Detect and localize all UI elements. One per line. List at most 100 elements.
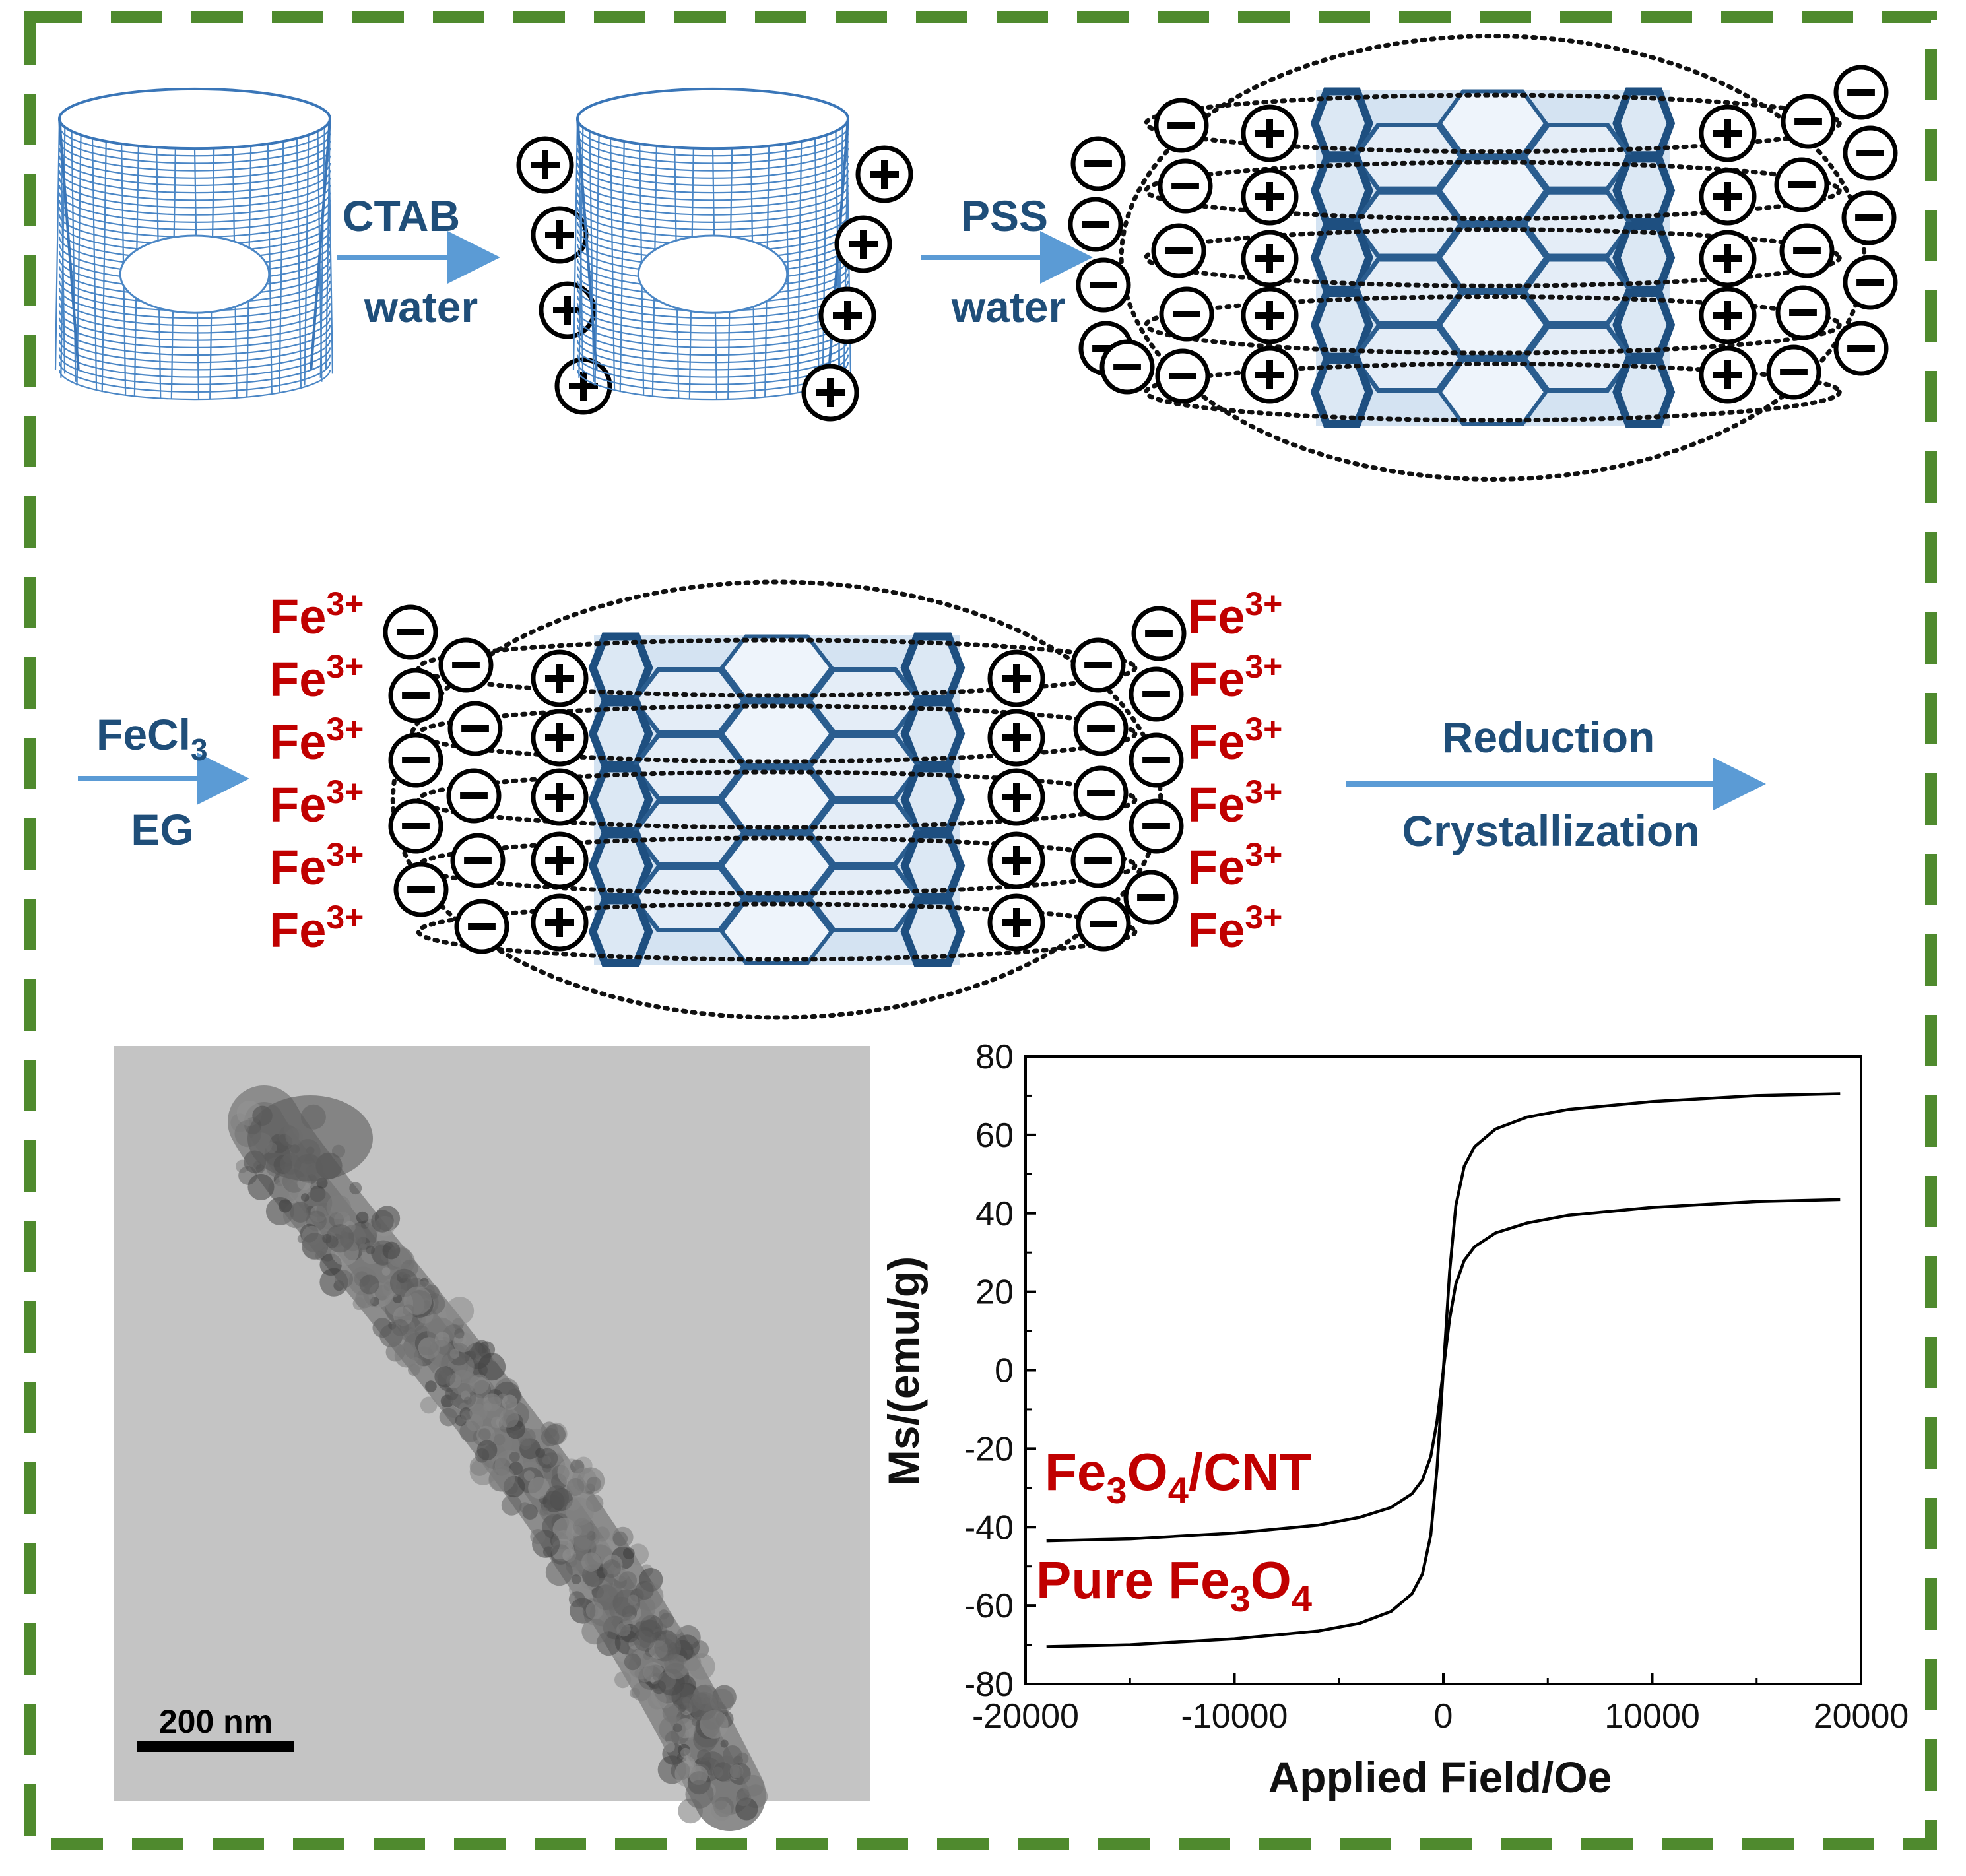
nanoparticle: [290, 1202, 311, 1223]
nanoparticle: [628, 1594, 639, 1605]
nanoparticle: [652, 1672, 661, 1681]
nanoparticle: [523, 1470, 535, 1481]
positive-charge-icon: [1699, 230, 1757, 288]
negative-charge-icon: [1073, 765, 1129, 821]
cnt-seam: [572, 118, 579, 370]
series-label-fe3o4-cnt: Fe3O4/CNT: [1045, 1442, 1312, 1511]
x-axis-title: Applied Field/Oe: [1268, 1753, 1612, 1801]
x-tick-label: 0: [1434, 1697, 1453, 1735]
fe-ion-label: Fe3+: [1188, 648, 1282, 707]
label-fecl3: FeCl3: [96, 710, 208, 767]
nanoparticle: [622, 1547, 635, 1559]
nanoparticle: [612, 1531, 628, 1547]
hexagon-lattice-icon: [806, 799, 923, 866]
nanoparticle: [409, 1357, 423, 1372]
negative-charge-icon: [1099, 339, 1155, 395]
negative-charge-icon: [1154, 98, 1209, 153]
cnt-ring: [58, 185, 331, 216]
cnt-ring: [58, 178, 331, 209]
cnt-ring: [58, 369, 331, 401]
hexagon-lattice-icon: [806, 733, 923, 800]
dotted-strand: [1144, 361, 1842, 423]
cnt-side: [576, 118, 598, 370]
nanoparticle: [381, 1267, 391, 1276]
cnt-seam: [325, 118, 331, 370]
tem-micrograph: 200 nm: [114, 1046, 870, 1831]
positive-charge-icon: [531, 206, 589, 264]
cnt-seam: [785, 143, 791, 395]
cnt-seam: [304, 135, 310, 386]
positive-charge-icon: [801, 364, 859, 422]
nanoparticle: [659, 1716, 686, 1743]
nanoparticle: [403, 1286, 432, 1315]
positive-charge-icon: [1699, 346, 1757, 404]
cnt-ring: [576, 178, 849, 209]
x-tick-label: -20000: [972, 1697, 1079, 1735]
nanoparticle: [651, 1680, 667, 1695]
y-tick-label: -80: [964, 1666, 1014, 1704]
nanoparticle: [501, 1495, 522, 1516]
cnt-seam: [91, 138, 98, 389]
negative-charge-icon: [1123, 870, 1179, 925]
nanoparticle: [614, 1671, 632, 1689]
hexagon-lattice-icon: [1352, 324, 1464, 393]
positive-charge-icon: [1699, 286, 1757, 344]
hexagon-lattice-icon: [1437, 224, 1549, 292]
nanoparticle: [322, 1233, 332, 1244]
nanoparticle: [530, 1529, 546, 1545]
dotted-strand: [416, 637, 1138, 698]
series-fe3o4-cnt: [1046, 1198, 1841, 1543]
negative-charge-icon: [1158, 158, 1213, 214]
negative-charge-icon: [1073, 701, 1129, 756]
cnt-side: [58, 118, 80, 370]
tem-scale-label: 200 nm: [159, 1703, 273, 1740]
nanoparticle: [472, 1362, 488, 1378]
nanoparticle: [697, 1749, 711, 1764]
fe-ion-label: Fe3+: [1188, 836, 1282, 895]
positive-charge-icon: [834, 215, 892, 273]
nanoparticle: [566, 1497, 594, 1526]
nanoparticle: [674, 1634, 700, 1660]
cnt-seam: [609, 138, 616, 389]
nanoparticle: [736, 1790, 752, 1807]
positive-charge-icon: [1241, 230, 1299, 288]
dotted-strand: [1144, 227, 1842, 288]
negative-charge-icon: [1781, 94, 1836, 149]
label-ctab: CTAB: [343, 191, 460, 240]
positive-charge-icon: [1241, 286, 1299, 344]
cnt-seam: [101, 141, 107, 393]
nanoparticle: [720, 1739, 729, 1748]
negative-charge-icon: [1833, 321, 1889, 376]
negative-charge-icon: [1843, 125, 1898, 181]
hexagon-lattice-icon: [1521, 189, 1634, 259]
hexagon-lattice-icon: [806, 865, 923, 932]
positive-charge-icon: [1699, 104, 1757, 162]
nanoparticle: [371, 1210, 394, 1233]
cnt-seam: [814, 138, 820, 389]
nanoparticle: [335, 1270, 354, 1289]
fe-ions-left: Fe3+Fe3+Fe3+Fe3+Fe3+Fe3+: [269, 585, 364, 957]
nanoparticle: [349, 1182, 362, 1195]
negative-charge-icon: [388, 732, 443, 788]
nanoparticle: [680, 1747, 691, 1759]
negative-charge-icon: [1766, 344, 1821, 400]
nanoparticle: [624, 1653, 641, 1671]
nanoparticle: [492, 1353, 501, 1362]
cnt-ring: [58, 118, 331, 150]
nanoparticle: [737, 1752, 749, 1765]
cnt-ring: [58, 170, 331, 201]
cnt-ring: [58, 199, 331, 231]
nanoparticle: [469, 1404, 488, 1422]
nanoparticle: [729, 1764, 744, 1779]
hexagon-lattice-icon: [1521, 324, 1634, 393]
nanoparticle: [616, 1622, 631, 1637]
y-tick-label: 80: [975, 1038, 1014, 1076]
cnt-seam: [279, 141, 284, 393]
x-tick-label: 10000: [1604, 1697, 1700, 1735]
hexagon-lattice-icon: [1437, 358, 1549, 426]
nanoparticle: [634, 1630, 655, 1652]
nanoparticle: [454, 1328, 465, 1339]
nanoparticle: [449, 1369, 476, 1396]
hexagon-lattice-icon: [1437, 156, 1549, 225]
fe-ion-label: Fe3+: [1188, 711, 1282, 769]
